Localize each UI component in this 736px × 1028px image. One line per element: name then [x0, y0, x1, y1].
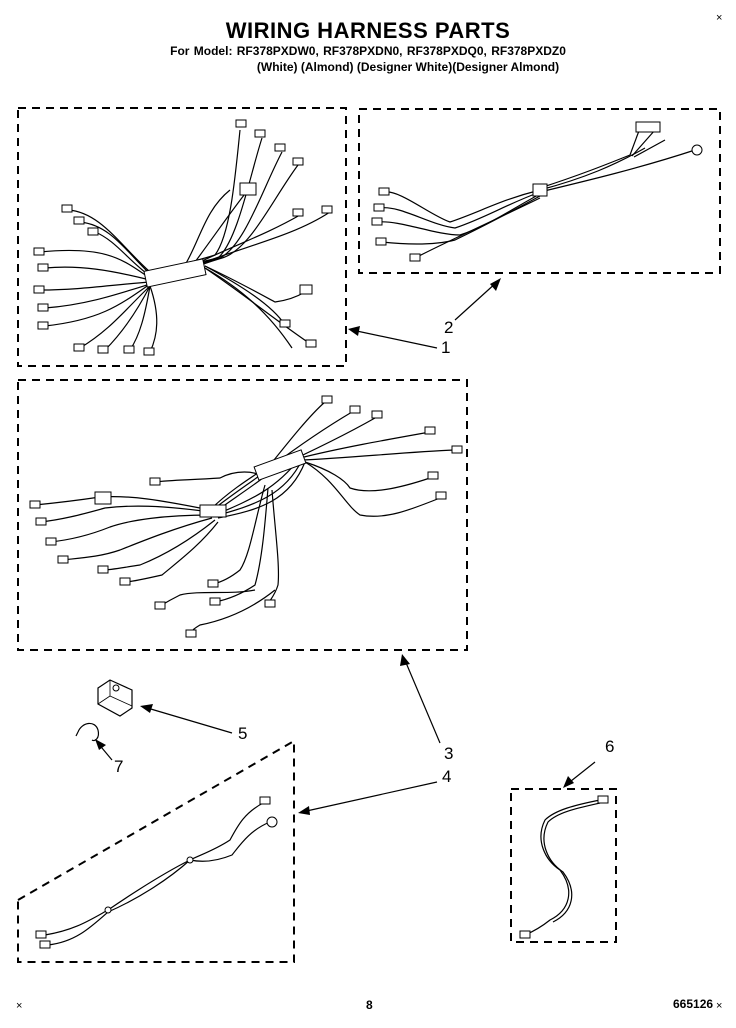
harness-box-1	[17, 107, 347, 367]
harness-box-3	[17, 379, 468, 651]
callout-6: 6	[605, 737, 615, 756]
corner-mark-bottom-left: ×	[16, 1000, 23, 1012]
callout-5: 5	[238, 724, 248, 743]
callout-leaders	[95, 278, 596, 815]
page-number: 8	[366, 998, 373, 1012]
wiring-harness-2	[371, 121, 703, 262]
callout-1: 1	[441, 338, 451, 357]
part-7-clip	[75, 722, 100, 742]
document-number: 665126	[673, 997, 714, 1011]
main-wiring-harness-1	[33, 119, 333, 356]
harness-box-6	[510, 788, 617, 943]
part-5-bracket	[97, 679, 133, 717]
callout-7: 7	[114, 757, 124, 776]
wiring-harness-4	[35, 796, 278, 949]
wiring-harness-3	[29, 395, 463, 638]
harness-box-4	[17, 739, 295, 963]
page-title: WIRING HARNESS PARTS	[225, 18, 511, 43]
color-variants: (White) (Almond) (Designer White)(Design…	[256, 60, 560, 74]
callout-2: 2	[444, 318, 454, 337]
corner-mark-top-right: ×	[716, 12, 723, 24]
corner-mark-bottom-right: ×	[716, 1000, 723, 1012]
wiring-harness-6	[519, 795, 609, 939]
model-list: For Model: RF378PXDW0, RF378PXDN0, RF378…	[170, 44, 566, 58]
harness-box-2	[358, 108, 721, 274]
callout-3: 3	[444, 744, 454, 763]
callout-4: 4	[442, 767, 452, 786]
